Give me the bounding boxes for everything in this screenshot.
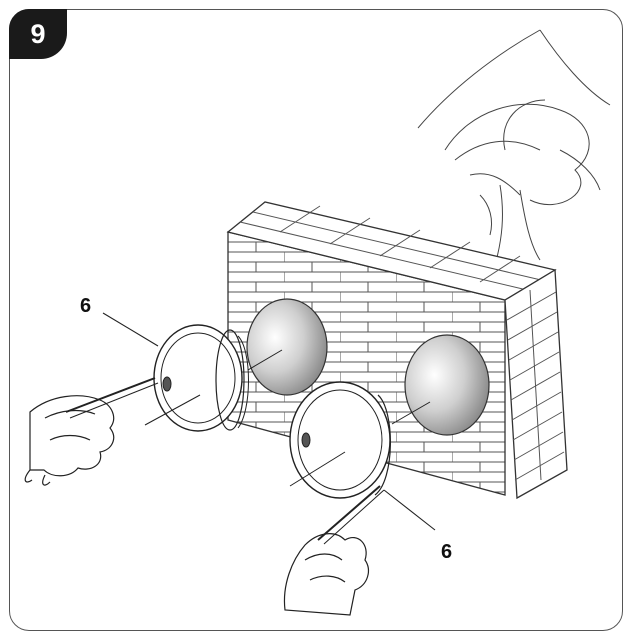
callout-leaders (102, 312, 436, 531)
step-number-badge: 9 (9, 9, 67, 59)
tree-icon (417, 29, 611, 266)
hand-with-tool-icon (283, 485, 385, 616)
hand-with-tool-icon (24, 377, 159, 486)
sleeve-ring-icon (144, 324, 283, 432)
callout-label-right: 6 (441, 541, 452, 563)
sleeve-ring-icon (289, 381, 431, 499)
brick-wall-icon (226, 201, 568, 500)
wall-hole-icon (404, 334, 490, 436)
callout-label-left: 6 (80, 295, 91, 317)
wall-hole-icon (246, 298, 328, 396)
